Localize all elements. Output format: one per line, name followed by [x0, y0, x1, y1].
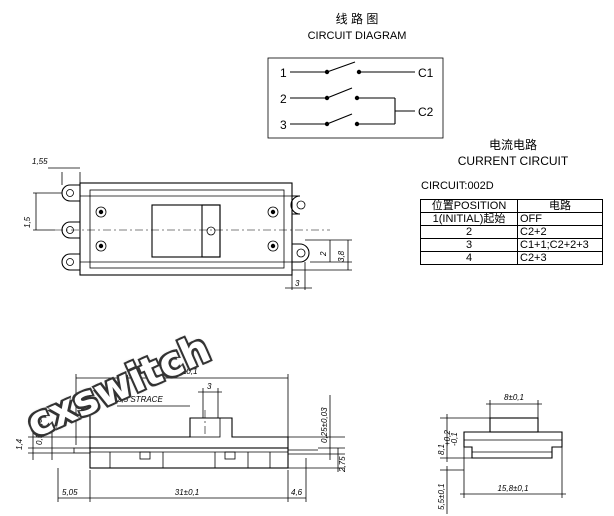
dim-h3: 0,25±0,03	[320, 407, 329, 443]
end-view: 8±0,1 8,1 +0,2 -0,1 5,5±0,1 15,8±0,1	[437, 393, 566, 514]
circuit-code: CIRCUIT:002D	[421, 180, 494, 192]
end-dim-base: 5,5±0,1	[437, 483, 446, 510]
circuit-diagram: 线 路 图 CIRCUIT DIAGRAM 1 C1 2 3 C2	[267, 11, 444, 139]
actuator-knob	[201, 204, 221, 258]
dim-h2: 0,5±0,03	[35, 413, 44, 445]
table-row: 4 C2+3	[420, 251, 603, 265]
slot	[224, 451, 236, 460]
left-tab	[73, 447, 91, 454]
slot	[139, 451, 151, 460]
contact	[354, 121, 360, 127]
circuit-cell: C2+3	[517, 251, 603, 265]
right-terminals	[290, 195, 310, 263]
position-cell: 1(INITIAL)起始	[420, 212, 518, 226]
dim-middle: 31±0,1	[175, 488, 199, 497]
end-dim-height: 8,1	[437, 444, 446, 455]
header-position: 位置POSITION	[420, 199, 518, 213]
dim-2: 2	[319, 251, 328, 257]
side-view: 33,8±0,1 2,5 STRACE 3 1,4 0,5±0,03 0,25±…	[15, 367, 347, 502]
table-row: 2 C2+2	[420, 225, 603, 239]
current-circuit-header: 电流电路 CURRENT CIRCUIT CIRCUIT:002D	[421, 137, 569, 192]
position-cell: 2	[420, 225, 518, 239]
position-cell: 4	[420, 251, 518, 265]
dim-3-8: 3,8	[337, 250, 346, 262]
rivets	[95, 206, 279, 252]
circuit-diagram-frame	[267, 57, 444, 139]
table-row: 3 C1+1;C2+2+3	[420, 238, 603, 252]
dim-1-5: 1,5	[23, 216, 32, 228]
circuit-cell: C1+1;C2+2+3	[517, 238, 603, 252]
contact	[356, 69, 362, 75]
switch-plate	[89, 189, 285, 269]
circuit-cell: OFF	[517, 212, 603, 226]
dim-h4: 2,75	[338, 456, 347, 473]
side-body-base	[89, 447, 289, 469]
current-circuit-title-cn: 电流电路	[489, 137, 537, 152]
dim-left: 5,05	[62, 488, 78, 497]
dim-3: 3	[295, 279, 300, 288]
knob-dot	[206, 226, 216, 236]
table-row: 1(INITIAL)起始 OFF	[420, 212, 603, 226]
current-circuit-title-en: CURRENT CIRCUIT	[458, 154, 569, 168]
position-cell: 3	[420, 238, 518, 252]
dim-stroke: 2,5 STRACE	[116, 395, 163, 404]
dim-right: 4,6	[291, 488, 303, 497]
switch-blade	[326, 61, 356, 73]
dim-overall: 33,8±0,1	[166, 367, 197, 376]
dim-knob: 3	[207, 382, 212, 391]
output-label-c1: C1	[418, 66, 434, 80]
left-terminals	[61, 184, 80, 271]
dim-h1: 1,4	[15, 438, 24, 450]
end-dim-tol-lower: -0,1	[450, 432, 459, 446]
actuator-window	[151, 204, 221, 258]
end-dim-knob: 8±0,1	[504, 393, 524, 402]
header-circuit: 电路	[517, 199, 603, 213]
end-body	[463, 431, 563, 459]
end-dim-width: 15,8±0,1	[497, 484, 528, 493]
current-circuit-table: 位置POSITION 电路 1(INITIAL)起始 OFF 2 C2+2 3 …	[420, 199, 603, 265]
end-dim-tol-upper: +0,2	[443, 430, 452, 446]
pin-label-1: 1	[280, 66, 287, 80]
pin-label-2: 2	[280, 92, 287, 106]
switch-body	[79, 182, 293, 276]
pin-label-3: 3	[280, 118, 287, 132]
table-header-row: 位置POSITION 电路	[420, 199, 603, 213]
output-label-c2: C2	[418, 105, 434, 119]
circuit-cell: C2+2	[517, 225, 603, 239]
circuit-diagram-title-cn: 线 路 图	[336, 11, 379, 26]
end-knob	[489, 417, 539, 433]
dim-1-55: 1,55	[32, 157, 48, 166]
switch-blade	[326, 113, 353, 125]
contact	[354, 95, 360, 101]
circuit-diagram-title-en: CIRCUIT DIAGRAM	[308, 30, 407, 42]
top-view: 1,55 1,5 2 3,8 3	[23, 157, 352, 290]
switch-blade	[326, 87, 353, 99]
